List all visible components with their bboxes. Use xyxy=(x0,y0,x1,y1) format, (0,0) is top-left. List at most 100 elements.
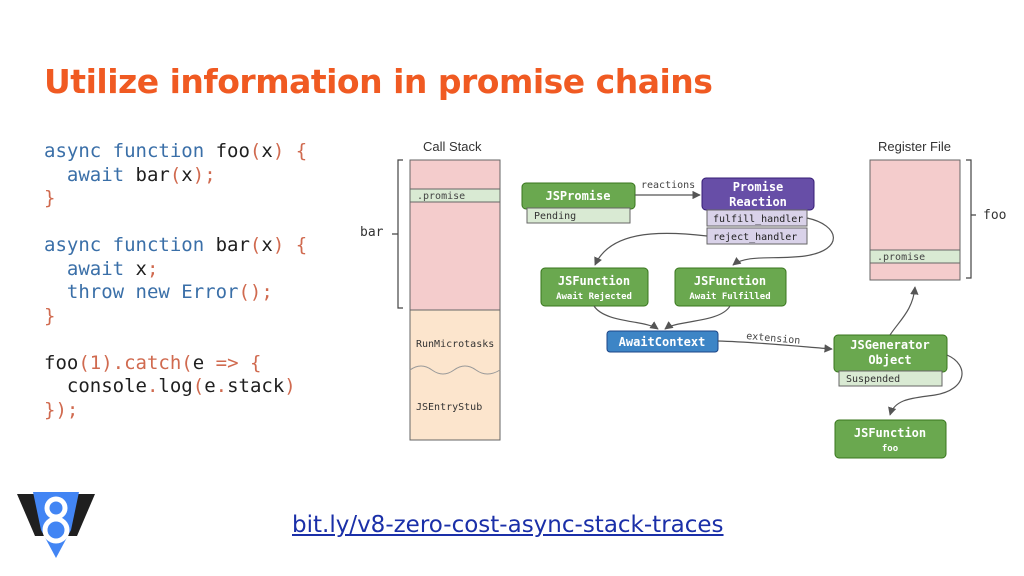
v8-logo-eight-bottom xyxy=(42,516,70,544)
js-promise-state-box xyxy=(526,207,631,224)
code-line: throw new Error(); xyxy=(44,281,307,305)
code-token: ( xyxy=(181,351,193,374)
js-function-foo-title: JSFunction xyxy=(854,426,926,440)
rejected-to-context-arrow xyxy=(593,305,659,330)
register-promise-label: .promise xyxy=(877,252,925,263)
code-token: . xyxy=(146,375,159,397)
code-token: log xyxy=(158,375,193,397)
code-token: ( xyxy=(249,140,262,162)
code-line xyxy=(44,211,307,235)
code-line: console.log(e.stack) xyxy=(44,375,307,399)
v8-logo-v-right xyxy=(67,494,95,536)
js-promise-state: Pending xyxy=(534,211,576,222)
code-line: async function bar(x) { xyxy=(44,234,307,258)
code-token: x xyxy=(124,257,147,280)
code-token: bar xyxy=(204,234,250,256)
js-generator-line2: Object xyxy=(868,353,911,367)
code-token: ) { xyxy=(272,234,308,256)
code-token: (1). xyxy=(78,351,125,374)
js-function-foo-sub: foo xyxy=(882,444,898,454)
reject-handler-label: reject_handler xyxy=(713,232,797,243)
code-token: ); xyxy=(192,163,216,186)
code-token: => { xyxy=(204,351,262,374)
code-token: . xyxy=(215,375,228,397)
code-token: x xyxy=(261,140,273,162)
js-generator-state: Suspended xyxy=(846,374,900,385)
register-file-label: Register File xyxy=(878,139,951,154)
code-token: async function xyxy=(44,140,205,162)
async-stack-diagram: Call Stack .promise RunMicrotasks JSEntr… xyxy=(360,139,1006,459)
register-promise-slot xyxy=(869,249,961,264)
call-stack-frame-bar xyxy=(409,159,501,311)
bar-bracket xyxy=(392,159,403,309)
code-token: } xyxy=(44,304,56,327)
promise-reaction-line1: Promise xyxy=(733,180,784,194)
js-function-fulfilled-sub: Await Fulfilled xyxy=(689,291,770,302)
js-function-rejected-sub: Await Rejected xyxy=(556,291,632,302)
promise-reaction-line2: Reaction xyxy=(729,195,787,209)
code-token: ( xyxy=(192,375,205,397)
code-token: x xyxy=(181,163,193,186)
code-block: async function foo(x) { await bar(x);} a… xyxy=(44,140,307,422)
foo-label: foo xyxy=(983,208,1006,223)
extension-arrow xyxy=(717,340,833,353)
fulfill-handler-arrow xyxy=(732,217,834,266)
js-entry-stub-label: JSEntryStub xyxy=(416,402,482,413)
code-token: console xyxy=(44,375,147,397)
code-token: catch xyxy=(124,351,182,374)
js-function-fulfilled-title: JSFunction xyxy=(694,274,766,288)
await-context-label: AwaitContext xyxy=(619,335,706,349)
generator-to-register-arrow xyxy=(889,286,919,336)
code-line: } xyxy=(44,305,307,329)
code-line xyxy=(44,328,307,352)
code-token: e xyxy=(192,351,205,374)
run-microtasks-label: RunMicrotasks xyxy=(416,339,494,350)
code-token: throw new xyxy=(44,281,170,303)
generator-to-function-arrow xyxy=(888,354,963,416)
js-generator-state-box xyxy=(838,370,943,387)
code-token: bar xyxy=(124,163,170,186)
call-stack-label: Call Stack xyxy=(423,139,482,154)
code-line: } xyxy=(44,187,307,211)
code-token: } xyxy=(44,187,56,209)
code-token: stack xyxy=(227,375,285,397)
code-token: (); xyxy=(238,281,273,303)
code-token: ) { xyxy=(272,140,308,162)
call-stack-frame-microtasks xyxy=(409,309,501,441)
code-token: ; xyxy=(146,257,159,280)
v8-logo-shield xyxy=(33,492,79,558)
code-token: ( xyxy=(169,163,182,186)
js-generator-line1: JSGenerator xyxy=(850,338,929,352)
fulfill-handler-label: fulfill_handler xyxy=(713,214,803,225)
code-line: }); xyxy=(44,399,307,423)
code-line: await bar(x); xyxy=(44,164,307,188)
js-function-fulfilled-node xyxy=(674,267,787,307)
code-token: }); xyxy=(44,398,79,421)
code-token: foo xyxy=(44,351,79,374)
js-function-rejected-title: JSFunction xyxy=(558,274,630,288)
fulfilled-to-context-arrow xyxy=(664,305,731,330)
slide-title: Utilize information in promise chains xyxy=(44,62,713,101)
reject-handler-arrow xyxy=(594,232,708,266)
foo-bracket xyxy=(966,159,976,279)
code-token: ) xyxy=(284,375,296,397)
js-function-foo-node xyxy=(834,419,947,459)
v8-logo xyxy=(17,492,95,558)
bar-label: bar xyxy=(360,225,384,240)
code-token: Error xyxy=(169,281,239,303)
code-token: await xyxy=(44,257,125,280)
code-token: e xyxy=(204,375,216,397)
js-promise-title: JSPromise xyxy=(545,189,610,203)
stack-promise-label: .promise xyxy=(417,191,465,202)
code-token: await xyxy=(44,163,125,186)
code-line: await x; xyxy=(44,258,307,282)
article-link[interactable]: bit.ly/v8-zero-cost-async-stack-traces xyxy=(292,512,724,538)
v8-logo-v-left xyxy=(17,494,45,536)
code-token: foo xyxy=(204,140,250,162)
code-token: async function xyxy=(44,234,205,256)
code-token: ( xyxy=(249,234,262,256)
code-line: foo(1).catch(e => { xyxy=(44,352,307,376)
code-line: async function foo(x) { xyxy=(44,140,307,164)
reactions-label: reactions xyxy=(641,180,695,191)
stack-promise-slot xyxy=(409,188,501,203)
